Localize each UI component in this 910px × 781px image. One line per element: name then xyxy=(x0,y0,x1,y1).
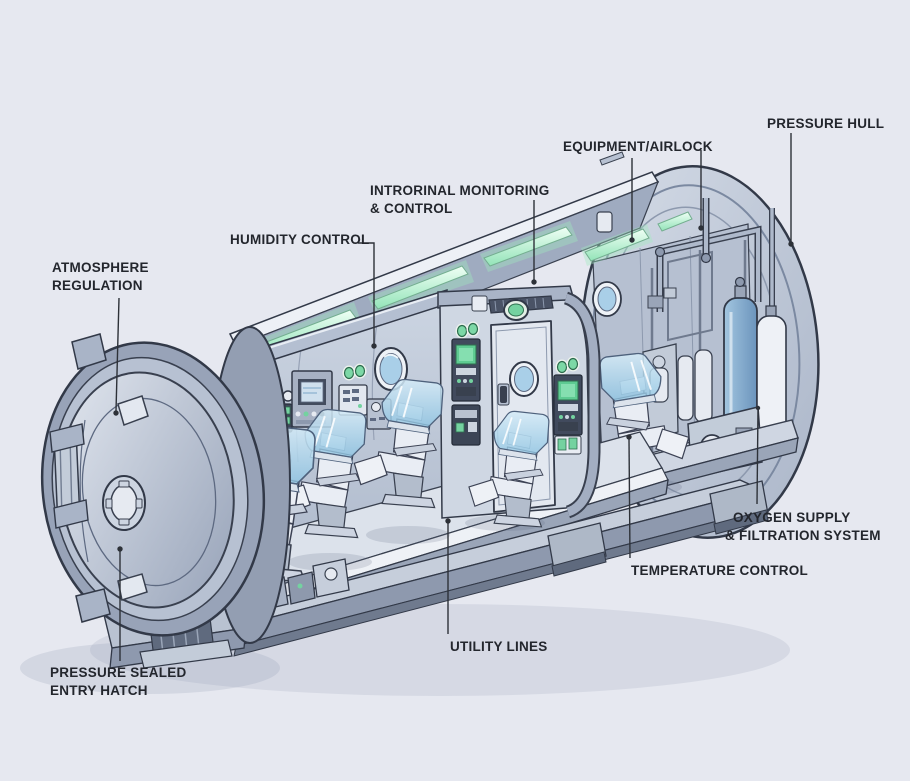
door-top-gauge xyxy=(503,299,529,321)
bulkhead-panel-right xyxy=(553,356,583,455)
light-strip-2 xyxy=(371,265,469,310)
base-skid xyxy=(214,479,765,657)
bulkhead-panel-left xyxy=(451,321,481,446)
filter-column-large xyxy=(694,349,713,423)
compartment-porthole xyxy=(592,281,622,317)
label-line: INTRORINAL MONITORING xyxy=(370,183,550,198)
label-oxygen-supply-filtration: OXYGEN SUPPLY & FILTRATION SYSTEM xyxy=(725,509,881,544)
label-line: EQUIPMENT/AIRLOCK xyxy=(563,139,713,154)
rack-frame xyxy=(667,250,713,342)
hull-clamp-box xyxy=(596,211,613,233)
indicator-lights-pair xyxy=(342,363,367,381)
light-strip-3 xyxy=(483,226,573,267)
label-line: UTILITY LINES xyxy=(450,639,548,654)
support-foot-right xyxy=(709,480,769,535)
label-utility-lines: UTILITY LINES xyxy=(450,638,548,656)
bulkhead-arch-rib xyxy=(564,293,599,517)
label-line: HUMIDITY CONTROL xyxy=(230,232,370,247)
label-line: & FILTRATION SYSTEM xyxy=(725,527,881,543)
hatch-lock-wheel xyxy=(102,475,146,531)
leader-oxygen-supply xyxy=(756,408,759,505)
hull-top-handle xyxy=(599,151,625,166)
label-internal-monitoring-control: INTRORINAL MONITORING & CONTROL xyxy=(370,182,550,217)
oxygen-supply-filtration-system xyxy=(637,198,799,493)
keypad-white xyxy=(338,384,368,416)
valve-cluster xyxy=(647,246,712,309)
label-humidity-control: HUMIDITY CONTROL xyxy=(230,231,370,249)
leader-humidity-control xyxy=(358,242,375,344)
pressure-sealed-entry-hatch xyxy=(40,326,291,644)
label-line: ENTRY HATCH xyxy=(50,682,148,698)
leader-atmosphere-regulation xyxy=(115,297,120,412)
door-handle xyxy=(500,386,507,403)
label-temperature-control: TEMPERATURE CONTROL xyxy=(631,562,808,580)
chair-shadow xyxy=(366,526,450,544)
label-pressure-sealed-entry-hatch: PRESSURE SEALED ENTRY HATCH xyxy=(50,664,187,699)
label-atmosphere-regulation: ATMOSPHERE REGULATION xyxy=(52,259,149,294)
support-foot-mid xyxy=(547,522,607,577)
label-line: TEMPERATURE CONTROL xyxy=(631,563,808,578)
hatch-lug-top xyxy=(71,333,107,370)
leader-dots xyxy=(113,225,794,552)
label-line: PRESSURE HULL xyxy=(767,116,885,131)
label-line: REGULATION xyxy=(52,277,143,293)
filter-column-small xyxy=(677,355,694,421)
oxygen-tank-white xyxy=(756,305,787,439)
hatch-pad-top xyxy=(117,395,149,426)
hatch-lug-bottom xyxy=(75,588,111,623)
label-line: & CONTROL xyxy=(370,200,453,216)
label-equipment-airlock: EQUIPMENT/AIRLOCK xyxy=(563,138,713,156)
junction-box xyxy=(471,295,488,312)
hatch-hinge-column xyxy=(49,423,89,529)
label-line: OXYGEN SUPPLY xyxy=(733,510,851,525)
monitor-screen xyxy=(300,381,324,403)
label-line: PRESSURE SEALED xyxy=(50,665,187,680)
label-line: ATMOSPHERE xyxy=(52,260,149,275)
label-pressure-hull: PRESSURE HULL xyxy=(767,115,884,133)
equipment-compartment-lights xyxy=(581,211,693,266)
leader-temperature-control xyxy=(628,438,631,559)
leader-lines xyxy=(115,133,792,661)
